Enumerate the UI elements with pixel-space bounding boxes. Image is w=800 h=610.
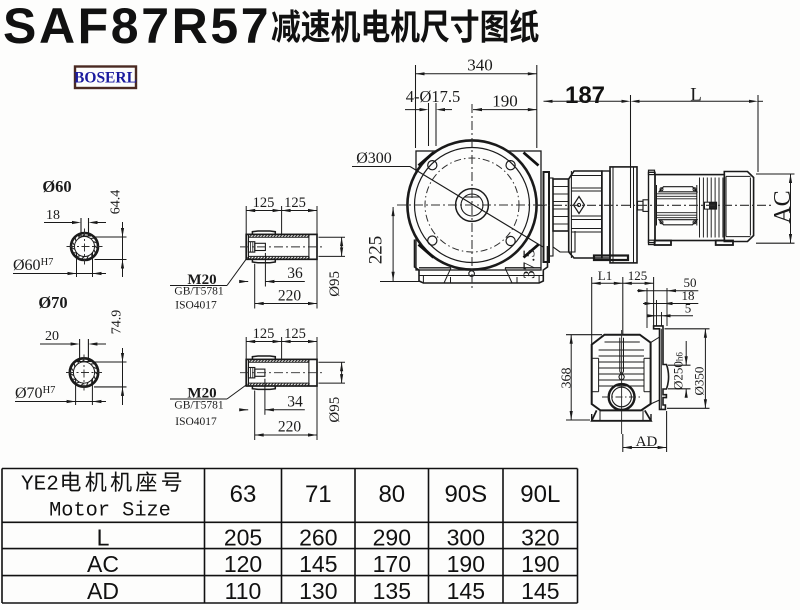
svg-text:AC: AC <box>770 190 796 223</box>
svg-text:M20: M20 <box>187 272 216 288</box>
svg-text:M20: M20 <box>187 386 216 402</box>
svg-text:YE2: YE2 <box>21 474 59 497</box>
svg-text:GB/T5781: GB/T5781 <box>174 286 223 298</box>
svg-text:GB/T5781: GB/T5781 <box>174 400 223 412</box>
svg-text:L: L <box>690 85 702 106</box>
svg-text:20: 20 <box>45 329 59 344</box>
svg-text:18: 18 <box>46 208 60 223</box>
svg-text:4-Ø17.5: 4-Ø17.5 <box>406 87 461 106</box>
svg-text:145: 145 <box>447 578 485 604</box>
svg-text:74.9: 74.9 <box>110 310 125 335</box>
svg-text:63: 63 <box>230 481 257 508</box>
svg-text:Ø300: Ø300 <box>356 150 392 167</box>
svg-text:18: 18 <box>682 288 695 303</box>
svg-text:ISO4017: ISO4017 <box>175 416 217 428</box>
svg-text:Ø250h6: Ø250h6 <box>671 352 686 390</box>
svg-text:BOSERL: BOSERL <box>74 70 137 87</box>
svg-text:71: 71 <box>305 481 332 508</box>
svg-text:Ø60H7: Ø60H7 <box>13 257 53 274</box>
svg-text:260: 260 <box>299 524 337 550</box>
svg-text:125: 125 <box>253 326 275 342</box>
svg-text:205: 205 <box>224 524 262 550</box>
svg-text:125: 125 <box>284 195 306 211</box>
svg-text:Motor Size: Motor Size <box>49 500 171 523</box>
svg-text:145: 145 <box>521 578 559 604</box>
svg-text:125: 125 <box>253 195 275 211</box>
svg-text:36: 36 <box>287 265 303 282</box>
svg-text:Ø60: Ø60 <box>42 177 71 196</box>
svg-text:368: 368 <box>560 368 575 389</box>
svg-text:50: 50 <box>684 275 697 290</box>
svg-text:290: 290 <box>373 524 411 550</box>
svg-text:225: 225 <box>366 236 387 265</box>
svg-text:135: 135 <box>373 578 411 604</box>
svg-text:320: 320 <box>521 524 559 550</box>
svg-text:90S: 90S <box>444 481 487 508</box>
svg-text:130: 130 <box>299 578 337 604</box>
svg-text:80: 80 <box>378 481 405 508</box>
svg-text:190: 190 <box>492 92 518 111</box>
svg-text:5: 5 <box>685 301 692 316</box>
svg-text:AC: AC <box>87 551 119 577</box>
svg-text:187: 187 <box>565 82 605 109</box>
svg-text:120: 120 <box>224 551 262 577</box>
svg-text:300: 300 <box>447 524 485 550</box>
svg-text:64.4: 64.4 <box>109 190 124 215</box>
svg-text:190: 190 <box>521 551 559 577</box>
svg-text:220: 220 <box>278 419 302 436</box>
svg-text:ISO4017: ISO4017 <box>175 300 217 312</box>
svg-text:L1: L1 <box>598 268 612 283</box>
svg-text:Ø95: Ø95 <box>327 397 343 423</box>
svg-text:34: 34 <box>287 394 303 411</box>
svg-text:Ø95: Ø95 <box>327 271 343 297</box>
svg-text:37.5: 37.5 <box>520 249 539 279</box>
svg-text:AD: AD <box>87 578 119 604</box>
svg-text:170: 170 <box>373 551 411 577</box>
svg-text:Ø70H7: Ø70H7 <box>15 385 55 402</box>
svg-text:110: 110 <box>225 578 262 604</box>
svg-text:220: 220 <box>278 288 302 305</box>
svg-text:SAF87R57: SAF87R57 <box>3 0 271 54</box>
svg-text:145: 145 <box>299 551 337 577</box>
svg-text:190: 190 <box>447 551 485 577</box>
svg-text:90L: 90L <box>520 481 560 508</box>
svg-text:L: L <box>97 524 110 550</box>
svg-text:125: 125 <box>628 268 648 283</box>
svg-text:Ø350: Ø350 <box>692 367 707 396</box>
svg-text:340: 340 <box>467 56 493 75</box>
svg-text:125: 125 <box>284 326 306 342</box>
svg-text:Ø70: Ø70 <box>38 293 67 312</box>
svg-text:AD: AD <box>636 434 658 450</box>
